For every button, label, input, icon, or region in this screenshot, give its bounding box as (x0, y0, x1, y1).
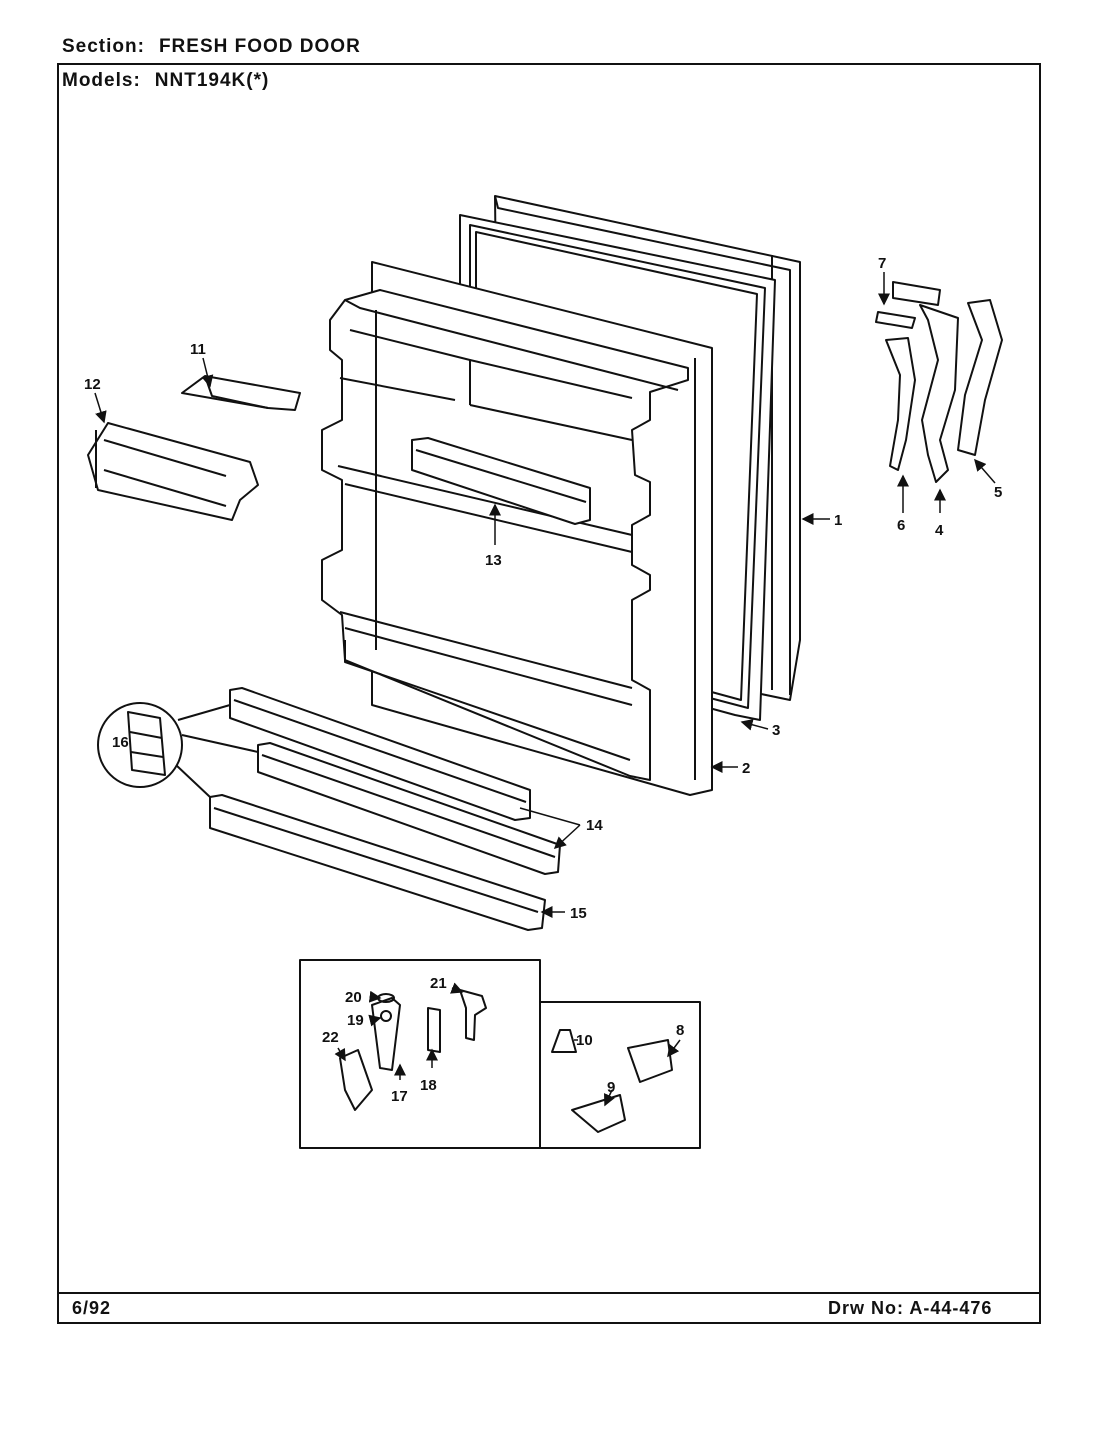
door-stop-inset (539, 1001, 701, 1149)
end-cap-detail (97, 702, 259, 798)
callout-11: 11 (190, 341, 206, 358)
callout-4: 4 (935, 522, 944, 539)
footer-divider (57, 1292, 1041, 1294)
callout-17: 17 (391, 1088, 408, 1105)
callout-14: 14 (586, 817, 603, 834)
door-liner (321, 289, 689, 781)
callout-1: 1 (834, 512, 842, 529)
callout-19: 19 (347, 1012, 364, 1029)
drawing-number: Drw No: A-44-476 (828, 1298, 993, 1318)
section-value: FRESH FOOD DOOR (158, 36, 361, 57)
models-label: Models: (62, 70, 141, 91)
dairy-compartment (87, 422, 259, 521)
diagram-frame (57, 63, 1041, 1324)
footer-date: 6/92 (72, 1298, 112, 1318)
callout-13: 13 (485, 552, 502, 569)
models-value: NNT194K(*) (154, 70, 270, 91)
callout-10: 10 (576, 1032, 593, 1049)
shelf-bar (411, 437, 591, 525)
callout-16: 16 (112, 734, 129, 751)
callout-21: 21 (430, 975, 447, 992)
callout-8: 8 (676, 1022, 684, 1039)
dairy-door (181, 375, 301, 411)
callout-18: 18 (420, 1077, 437, 1094)
callout-22: 22 (322, 1029, 339, 1046)
bottom-trim (209, 794, 546, 931)
shelf-bar-upper (229, 687, 531, 821)
shelf-bar-middle (257, 742, 561, 875)
section-heading: Section: FRESH FOOD DOOR (62, 36, 361, 58)
models-heading: Models: NNT194K(*) (62, 70, 269, 92)
hinge-hardware-inset (299, 959, 541, 1149)
callout-5: 5 (994, 484, 1002, 501)
callout-20: 20 (345, 989, 362, 1006)
hinge-parts (875, 281, 1003, 483)
callout-6: 6 (897, 517, 905, 534)
callout-12: 12 (84, 376, 101, 393)
callout-9: 9 (607, 1079, 615, 1096)
callout-15: 15 (570, 905, 587, 922)
callout-2: 2 (742, 760, 750, 777)
callout-3: 3 (772, 722, 780, 739)
section-label: Section: (62, 36, 145, 57)
callout-7: 7 (878, 255, 886, 272)
